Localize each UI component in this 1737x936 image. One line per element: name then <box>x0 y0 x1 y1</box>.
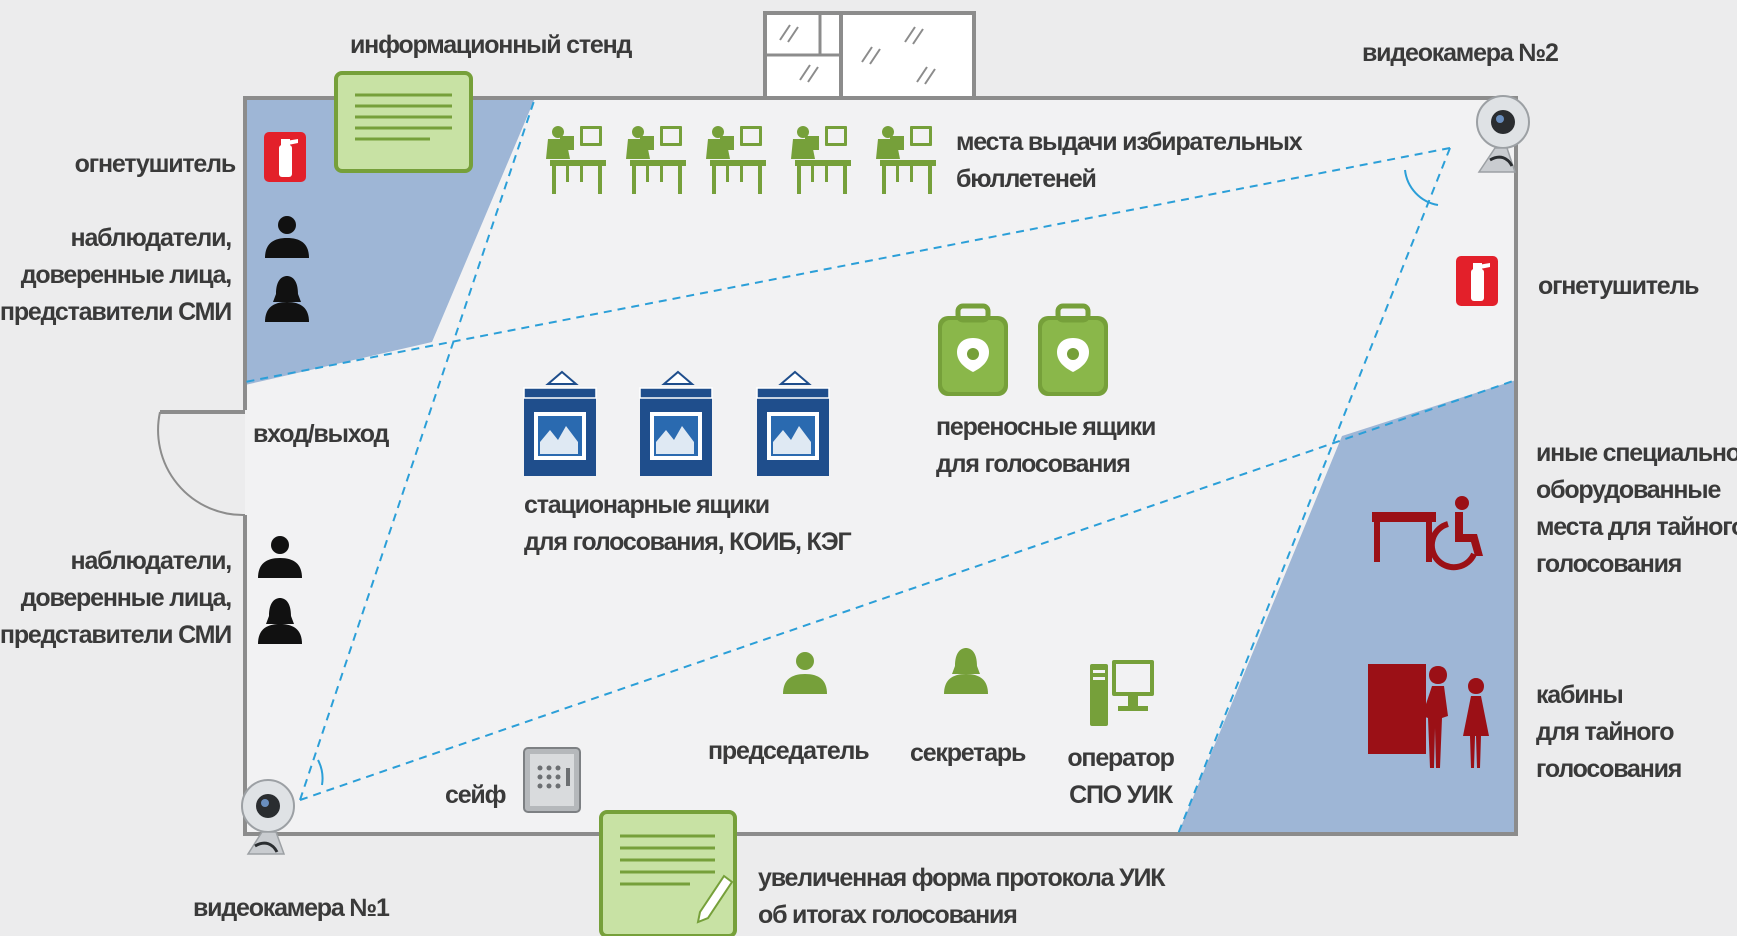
booths-label: кабины для тайного голосования <box>1536 681 1682 783</box>
room-walls <box>243 96 1518 836</box>
special-places-label: иные специально оборудованные места для … <box>1536 439 1737 578</box>
chairman-label: председатель <box>708 737 870 765</box>
camera-coverage-lines <box>244 97 1517 835</box>
entrance-door <box>157 410 246 517</box>
info-stand-label: информационный стенд <box>350 31 632 59</box>
entrance-label: вход/выход <box>253 420 389 448</box>
ballot-box-icon <box>523 371 597 477</box>
windows <box>763 11 976 100</box>
portable-ballot-box-icon <box>938 306 1008 396</box>
portable-ballot-box-icon <box>1038 306 1108 396</box>
secretary-label: секретарь <box>910 739 1026 767</box>
camera-2-icon <box>1476 95 1530 173</box>
extinguisher-icon <box>264 132 306 182</box>
safe-label: сейф <box>445 781 506 809</box>
info-stand-icon <box>334 71 473 173</box>
voting-booth-icon <box>1368 664 1489 768</box>
ballot-issue-label: места выдачи избирательных бюллетеней <box>956 128 1303 193</box>
ballot-box-icon <box>756 371 830 477</box>
camera-1-icon <box>241 779 295 855</box>
operator-label: оператор СПО УИК <box>1067 744 1175 809</box>
camera-1-label: видеокамера №1 <box>193 894 390 922</box>
extinguisher-right-label: огнетушитель <box>1538 272 1700 300</box>
extinguisher-icon <box>1456 256 1498 306</box>
observers-top-label: наблюдатели, доверенные лица, представит… <box>0 224 232 326</box>
portable-boxes-label: переносные ящики для голосования <box>936 413 1156 478</box>
observers-bottom-label: наблюдатели, доверенные лица, представит… <box>0 547 232 649</box>
extinguisher-left-label: огнетушитель <box>74 150 237 178</box>
protocol-form-label: увеличенная форма протокола УИК об итога… <box>758 864 1165 929</box>
ballot-box-icon <box>639 371 713 477</box>
camera-2-label: видеокамера №2 <box>1362 39 1559 67</box>
protocol-form-icon <box>599 810 737 936</box>
stationary-boxes-label: стационарные ящики для голосования, КОИБ… <box>524 491 852 556</box>
computer-icon <box>1090 660 1154 726</box>
accessible-voting-place-icon <box>1372 496 1483 571</box>
safe-icon <box>523 747 581 813</box>
